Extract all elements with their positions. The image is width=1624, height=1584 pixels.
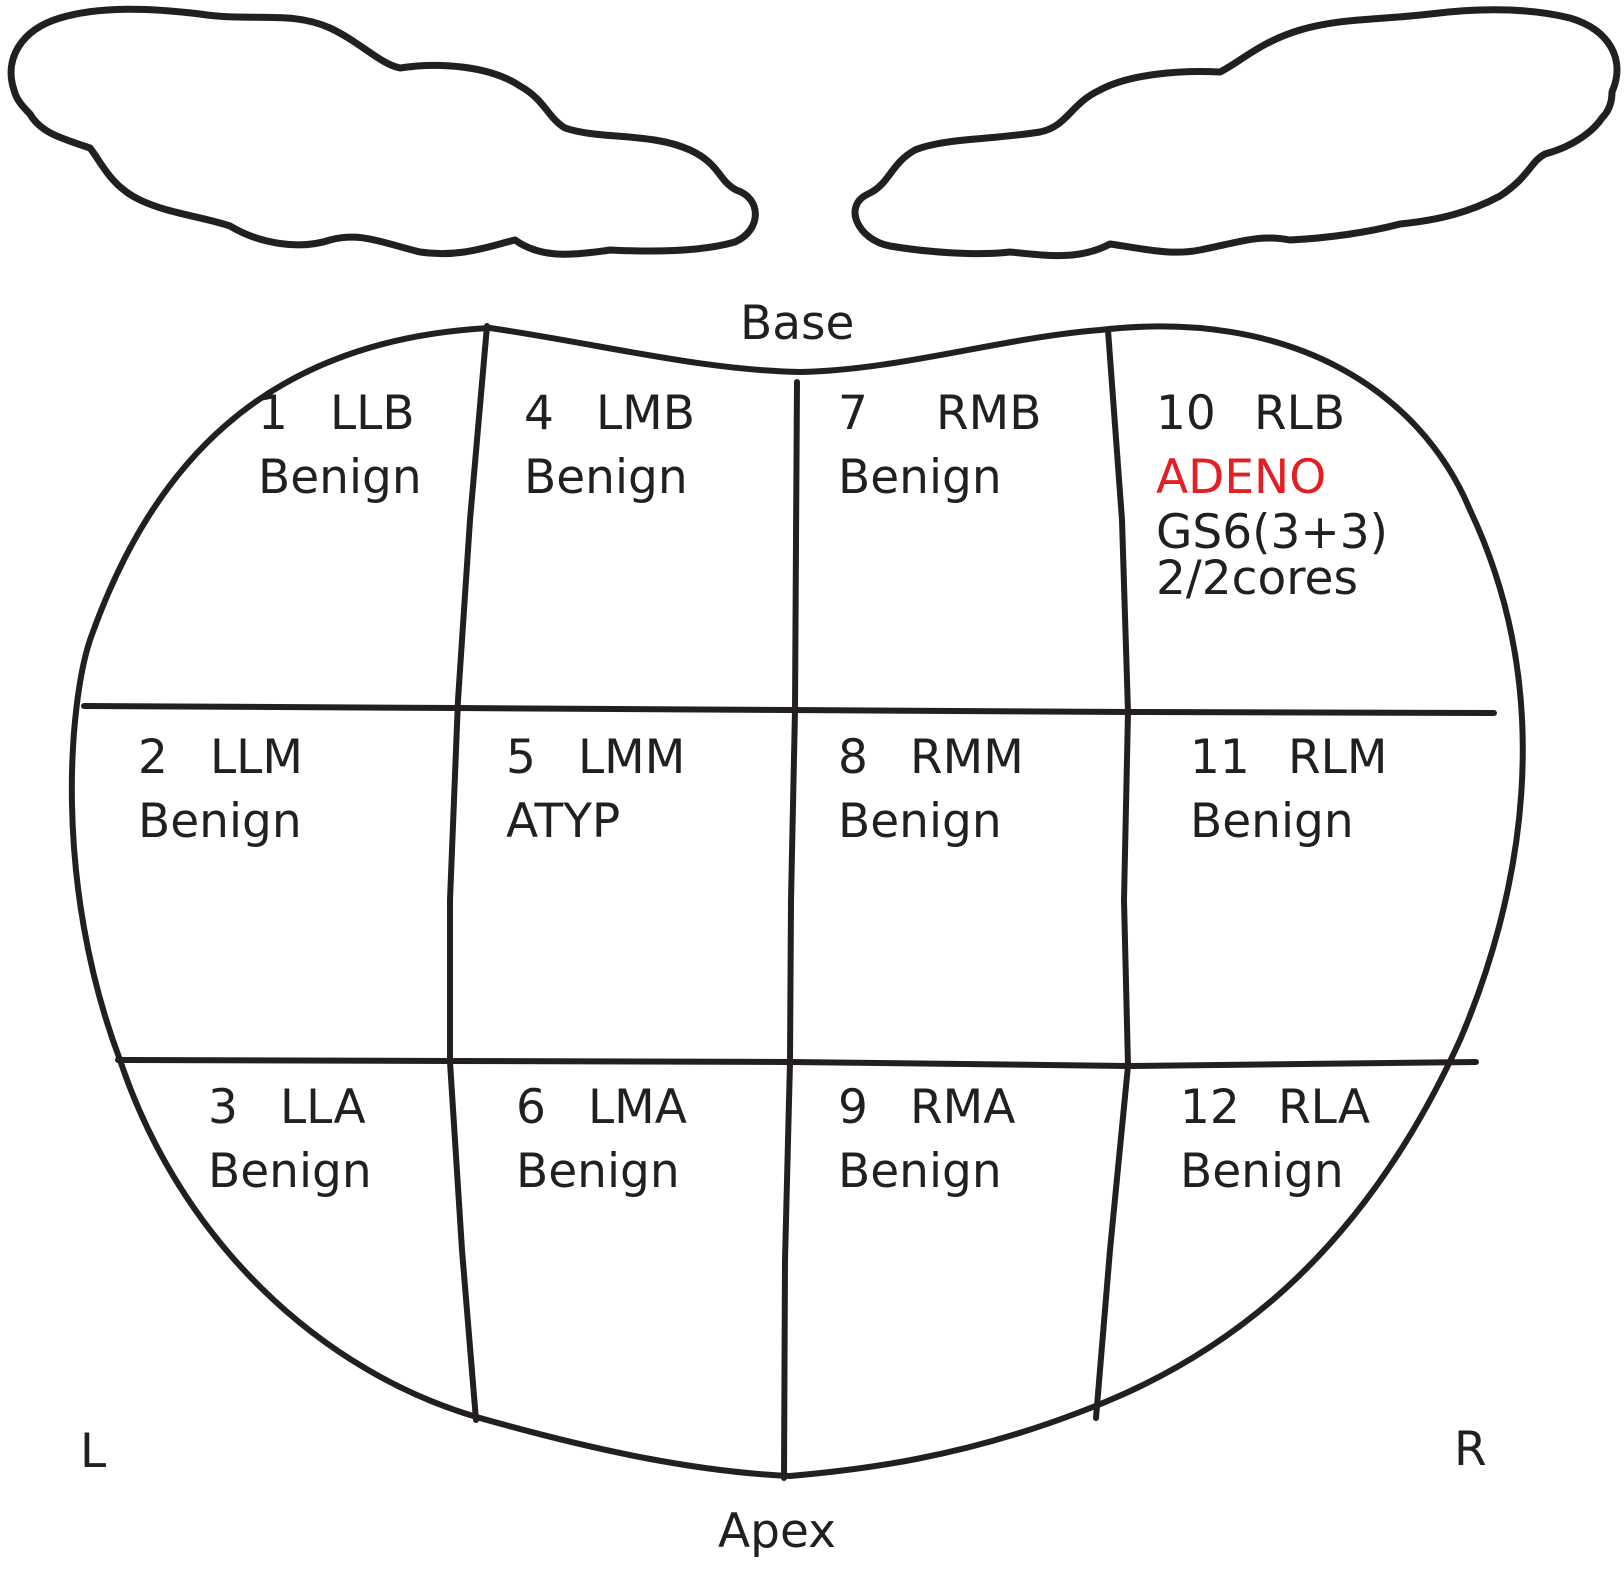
zone-number: 3 <box>208 1080 238 1135</box>
zone-result: Benign <box>138 794 302 849</box>
zone-code: RMA <box>910 1080 1016 1135</box>
zone-1-label: 1 LLB Benign <box>258 382 422 510</box>
zone-code: LMB <box>596 386 695 441</box>
zone-result: ADENO <box>1156 450 1327 505</box>
zone-number: 7 <box>838 386 868 441</box>
zone-result: Benign <box>258 450 422 505</box>
zone-number: 2 <box>138 730 168 785</box>
zone-result: Benign <box>208 1144 372 1199</box>
zone-result: ATYP <box>506 794 621 849</box>
zone-8-label: 8 RMM Benign <box>838 726 1024 854</box>
zone-number: 9 <box>838 1080 868 1135</box>
grid-row-divider-lower <box>115 1057 1479 1069</box>
zone-number: 8 <box>838 730 868 785</box>
zone-code: LLA <box>280 1080 366 1135</box>
zone-9-label: 9 RMA Benign <box>838 1076 1015 1204</box>
right-side-label: R <box>1454 1422 1487 1477</box>
zone-number: 11 <box>1190 730 1250 785</box>
zone-cores: 2/2cores <box>1156 551 1358 606</box>
zone-code: RMB <box>936 386 1042 441</box>
zone-code: RMM <box>910 730 1024 785</box>
grid-col-divider-1 <box>447 323 490 1423</box>
zone-code: LMM <box>578 730 686 785</box>
zone-number: 4 <box>524 386 554 441</box>
prostate-outline <box>68 323 1526 1479</box>
zone-result: Benign <box>1190 794 1354 849</box>
zone-result: Benign <box>838 1144 1002 1199</box>
zone-4-label: 4 LMB Benign <box>524 382 695 510</box>
zone-code: RLM <box>1288 730 1388 785</box>
zone-result: Benign <box>524 450 688 505</box>
zone-5-label: 5 LMM ATYP <box>506 726 685 854</box>
zone-number: 5 <box>506 730 536 785</box>
zone-number: 1 <box>258 386 288 441</box>
zone-code: LMA <box>588 1080 687 1135</box>
zone-number: 10 <box>1156 386 1216 441</box>
zone-result: Benign <box>838 450 1002 505</box>
zone-code: LLM <box>210 730 303 785</box>
grid-row-divider-upper <box>81 703 1497 716</box>
grid-col-divider-3 <box>1093 327 1131 1421</box>
zone-code: RLB <box>1254 386 1346 441</box>
zone-number: 12 <box>1180 1080 1240 1135</box>
zone-code: LLB <box>330 386 415 441</box>
right-seminal-vesicle <box>851 6 1621 260</box>
zone-6-label: 6 LMA Benign <box>516 1076 687 1204</box>
zone-3-label: 3 LLA Benign <box>208 1076 372 1204</box>
zone-number: 6 <box>516 1080 546 1135</box>
left-seminal-vesicle <box>7 5 759 258</box>
zone-11-label: 11 RLM Benign <box>1190 726 1387 854</box>
base-label: Base <box>740 296 855 351</box>
zone-result: Benign <box>1180 1144 1344 1199</box>
left-side-label: L <box>80 1424 107 1479</box>
zone-grade: GS6(3+3) <box>1156 505 1389 560</box>
zone-7-label: 7 RMB Benign <box>838 382 1041 510</box>
zone-2-label: 2 LLM Benign <box>138 726 303 854</box>
apex-label: Apex <box>718 1504 836 1559</box>
grid-col-divider-2 <box>781 379 800 1481</box>
zone-code: RLA <box>1278 1080 1371 1135</box>
zone-result: Benign <box>838 794 1002 849</box>
zone-12-label: 12 RLA Benign <box>1180 1076 1370 1204</box>
zone-result: Benign <box>516 1144 680 1199</box>
